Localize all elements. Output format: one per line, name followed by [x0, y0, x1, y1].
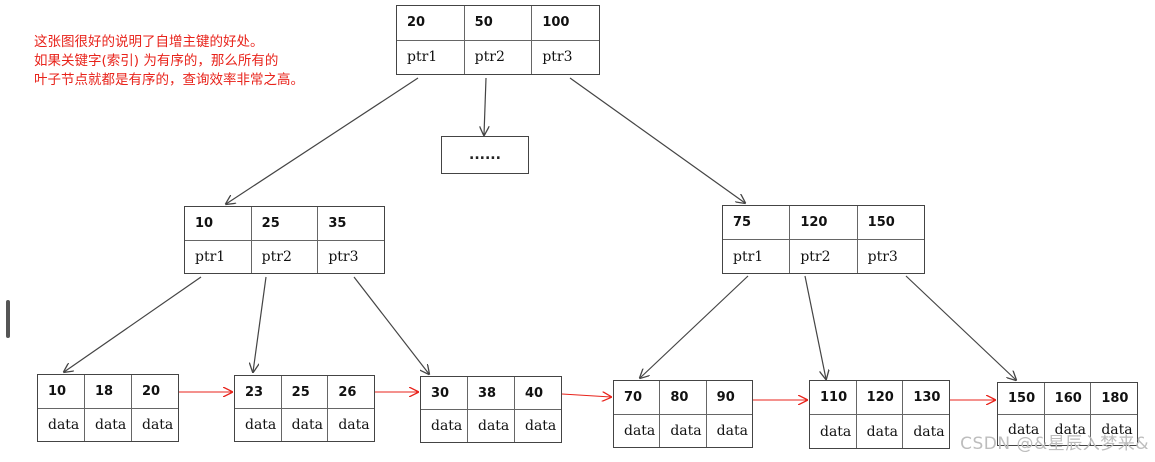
scroll-handle[interactable]	[6, 300, 10, 338]
leaf-key: 18	[85, 375, 132, 408]
edge-root-to-right	[569, 77, 745, 203]
leaf-node: 150 160 180 data data data	[997, 382, 1138, 446]
internal-right-key: 75	[723, 206, 791, 239]
leaf-key: 90	[716, 389, 735, 405]
leaf-data: data	[1045, 414, 1092, 445]
watermark-text: CSDN @&星辰入梦来&	[960, 434, 1149, 454]
root-key: 100	[542, 15, 570, 31]
root-key: 20	[397, 6, 465, 40]
leaf-data: data	[1101, 421, 1133, 438]
root-node: 20 50 100 ptr1 ptr2 ptr3	[396, 5, 600, 75]
leaf-data-row: data data data	[810, 415, 949, 448]
internal-right-key: 150	[867, 215, 895, 230]
leaf-key: 120	[857, 381, 904, 414]
edge-left-to-leaf1	[64, 276, 202, 372]
leaf-node: 23 25 26 data data data	[234, 375, 375, 442]
leaf-data: data	[998, 414, 1045, 445]
leaf-key: 10	[38, 375, 85, 408]
leaf-data: data	[421, 410, 468, 442]
leaf-data: data	[468, 410, 515, 442]
leaf-data: data	[38, 408, 85, 441]
leaf-node: 30 38 40 data data data	[420, 376, 562, 443]
root-key: 50	[465, 6, 533, 40]
leaf-key: 130	[913, 390, 941, 405]
leaf-data: data	[716, 422, 748, 439]
leaf-node: 70 80 90 data data data	[613, 380, 753, 448]
leaf-key: 180	[1101, 390, 1129, 406]
leaf-data: data	[614, 414, 661, 447]
leaf-key: 26	[338, 384, 357, 400]
leaf-key: 25	[282, 376, 329, 408]
leaf-data: data	[85, 408, 132, 441]
internal-right-keys-row: 75 120 150	[723, 206, 924, 240]
leaf-data-row: data data data	[614, 414, 752, 447]
root-ptr: ptr3	[542, 49, 573, 66]
edge-left-to-leaf2	[253, 276, 267, 372]
root-keys-row: 20 50 100	[397, 6, 599, 41]
leaf-keys-row: 70 80 90	[614, 381, 752, 415]
internal-left-key: 10	[185, 207, 252, 240]
internal-left-ptr: ptr3	[328, 248, 359, 265]
internal-right-key: 120	[790, 206, 858, 239]
edge-root-to-ellipsis	[484, 77, 486, 135]
internal-node-right: 75 120 150 ptr1 ptr2 ptr3	[722, 205, 925, 274]
internal-right-ptr: ptr2	[790, 240, 858, 273]
leaf-keys-row: 110 120 130	[810, 381, 949, 415]
leaf-key: 150	[998, 383, 1045, 414]
leaf-key: 40	[525, 385, 544, 401]
leaf-data: data	[913, 423, 945, 440]
leaf-keys-row: 10 18 20	[38, 375, 178, 409]
leaf-key: 23	[235, 376, 282, 408]
leaf-key: 70	[614, 381, 661, 414]
edge-right-to-leaf6	[905, 275, 1016, 380]
leaf-keys-row: 150 160 180	[998, 383, 1137, 415]
internal-left-ptrs-row: ptr1 ptr2 ptr3	[185, 240, 384, 273]
leaf-data-row: data data data	[235, 409, 374, 441]
annotation-line: 这张图很好的说明了自增主键的好处。	[34, 34, 264, 50]
leaf-data: data	[810, 415, 857, 448]
leaf-data-row: data data data	[421, 410, 561, 442]
leaf-data: data	[142, 416, 174, 433]
internal-right-ptr: ptr3	[867, 248, 898, 265]
ellipsis-node: ......	[441, 136, 529, 174]
annotation-line: 如果关键字(索引) 为有序的，那么所有的	[34, 53, 279, 69]
leaf-key: 110	[810, 381, 857, 414]
leaf-data: data	[338, 417, 370, 433]
root-ptr: ptr2	[465, 40, 533, 74]
leaf-data: data	[282, 409, 329, 441]
internal-left-ptr: ptr2	[252, 240, 319, 273]
leaf-data: data	[235, 409, 282, 441]
leaf-data: data	[857, 415, 904, 448]
edge-right-to-leaf5	[804, 275, 826, 379]
internal-right-ptrs-row: ptr1 ptr2 ptr3	[723, 240, 924, 273]
root-ptr: ptr1	[397, 40, 465, 74]
leaf-key: 160	[1045, 383, 1092, 414]
leaf-data: data	[525, 418, 557, 434]
leaf-keys-row: 30 38 40	[421, 377, 561, 410]
internal-left-keys-row: 10 25 35	[185, 207, 384, 241]
internal-left-key: 35	[328, 215, 347, 231]
annotation-text: 这张图很好的说明了自增主键的好处。 如果关键字(索引) 为有序的，那么所有的 叶…	[34, 14, 304, 90]
edge-left-to-leaf3	[353, 276, 429, 374]
edge-right-to-leaf4	[640, 275, 749, 378]
internal-node-left: 10 25 35 ptr1 ptr2 ptr3	[184, 206, 385, 274]
root-ptrs-row: ptr1 ptr2 ptr3	[397, 40, 599, 74]
leaf-key: 38	[468, 377, 515, 409]
leaf-data-row: data data data	[998, 414, 1137, 445]
leaf-data-row: data data data	[38, 408, 178, 441]
leaf-key: 20	[142, 383, 161, 399]
internal-left-key: 25	[252, 207, 319, 240]
internal-right-ptr: ptr1	[723, 240, 791, 273]
leaf-key: 80	[660, 381, 707, 414]
leaf-node: 10 18 20 data data data	[37, 374, 179, 442]
edge-root-to-left	[226, 77, 419, 204]
internal-left-ptr: ptr1	[185, 240, 252, 273]
leaf-node: 110 120 130 data data data	[809, 380, 950, 449]
leaf-link-3-4	[561, 394, 611, 397]
leaf-keys-row: 23 25 26	[235, 376, 374, 409]
leaf-data: data	[660, 414, 707, 447]
annotation-line: 叶子节点就都是有序的，查询效率非常之高。	[34, 72, 304, 88]
leaf-key: 30	[421, 377, 468, 409]
